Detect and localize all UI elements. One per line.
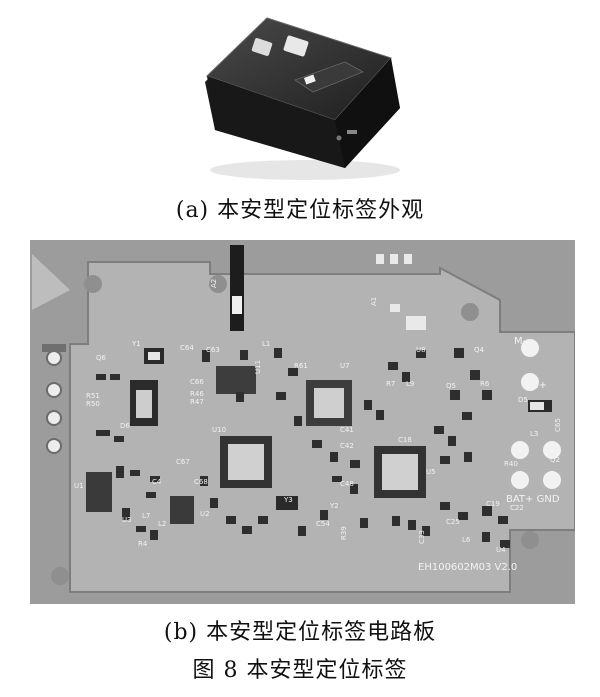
label-r47: R47 [190, 398, 204, 406]
label-l9: L9 [406, 380, 414, 388]
label-c64: C64 [180, 344, 194, 352]
pad-label-minus: M- [514, 336, 527, 347]
label-l2: L2 [158, 520, 166, 528]
label-y2: Y2 [329, 502, 339, 510]
antenna-a2 [230, 245, 244, 331]
label-q4: Q4 [474, 346, 485, 354]
label-c48: C48 [340, 480, 354, 488]
label-u8: U8 [416, 346, 426, 354]
label-r61: R61 [294, 362, 308, 370]
chip-u10 [220, 436, 272, 488]
label-c63: C63 [206, 346, 220, 354]
label-c65: C65 [554, 418, 562, 432]
label-l6: L6 [462, 536, 471, 544]
figure-caption: 图 8 本安型定位标签 [192, 658, 408, 683]
label-a2: A2 [210, 279, 218, 288]
label-c67: C67 [176, 458, 190, 466]
pad-label-bat: BAT+ GND [506, 494, 560, 505]
label-u11: U11 [254, 360, 262, 374]
caption-a: (a) 本安型定位标签外观 [175, 198, 425, 223]
label-c18: C18 [398, 436, 412, 444]
circuit-board-photo: A2 A1 U10 U11 U7 U8 U1 U2 U3 U4 U5 L1 L2… [30, 240, 575, 604]
label-u2: U2 [200, 510, 210, 518]
label-r39: R39 [340, 526, 348, 540]
label-r7: R7 [386, 380, 395, 388]
label-u4: U4 [496, 546, 506, 554]
label-u1: U1 [74, 482, 84, 490]
label-y3: Y3 [283, 496, 293, 504]
label-q5: Q5 [446, 382, 456, 390]
label-r51: R51 [86, 392, 100, 400]
label-y1: Y1 [131, 340, 141, 348]
label-c54: C54 [316, 520, 330, 528]
label-u10: U10 [212, 426, 226, 434]
label-c66: C66 [190, 378, 204, 386]
label-l1: L1 [262, 340, 270, 348]
label-c4: C4 [152, 478, 162, 486]
label-r4: R4 [138, 540, 148, 548]
board-version: EH100602M03 V2.0 [418, 562, 517, 573]
label-c22: C22 [510, 504, 524, 512]
label-q2: Q2 [550, 456, 560, 464]
label-r6: R6 [480, 380, 490, 388]
label-q6: Q6 [96, 354, 107, 362]
label-c33: C33 [418, 530, 426, 544]
label-c68: C68 [194, 478, 208, 486]
label-a1: A1 [370, 297, 378, 306]
label-u7: U7 [340, 362, 350, 370]
label-r46: R46 [190, 390, 204, 398]
caption-b: (b) 本安型定位标签电路板 [163, 620, 437, 645]
label-u5: U5 [426, 468, 436, 476]
tag-device-photo [205, 17, 400, 180]
label-l7: L7 [142, 512, 150, 520]
label-r50: R50 [86, 400, 100, 408]
label-c41: C41 [340, 426, 354, 434]
chip-c18-module [374, 446, 426, 498]
label-r40: R40 [504, 460, 518, 468]
label-d6: D6 [120, 422, 130, 430]
label-l3: L3 [530, 430, 538, 438]
label-c42: C42 [340, 442, 354, 450]
label-c19: C19 [486, 500, 500, 508]
pad-label-plus: M+ [530, 380, 547, 391]
label-d5: D5 [518, 396, 528, 404]
label-c25: C25 [446, 518, 460, 526]
label-u3: U3 [122, 516, 132, 524]
